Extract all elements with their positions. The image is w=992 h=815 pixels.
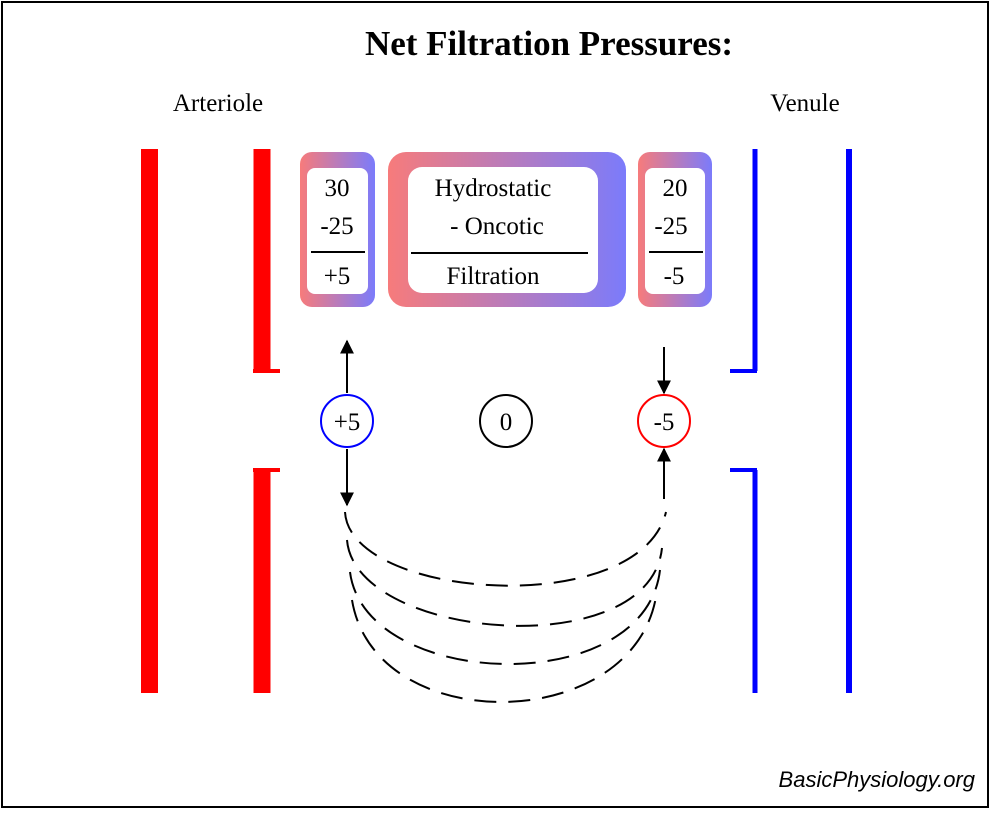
diagram-title: Net Filtration Pressures: <box>365 24 733 63</box>
arterial-hydrostatic-value: 30 <box>325 175 350 202</box>
site-credit: BasicPhysiology.org <box>779 767 976 792</box>
venous-circle-value: -5 <box>654 409 675 436</box>
venous-pressure-circle: -5 <box>637 394 691 448</box>
arterial-oncotic-value: -25 <box>320 213 353 240</box>
flow-arc-2 <box>346 539 663 627</box>
arterial-circle-value: +5 <box>334 409 361 436</box>
venule-label: Venule <box>770 90 839 117</box>
arterial-pressure-circle: +5 <box>320 394 374 448</box>
venule-outer-wall <box>846 149 852 693</box>
interstitial-flow-arcs <box>344 511 667 703</box>
legend-filtration: Filtration <box>446 263 540 290</box>
arteriole-outer-wall <box>141 149 158 693</box>
middle-pressure-circle: 0 <box>479 394 533 448</box>
legend-hydrostatic: Hydrostatic <box>435 175 552 202</box>
arterial-pressure-box: 30 -25 +5 <box>300 152 375 307</box>
venous-result-value: -5 <box>664 263 685 290</box>
flow-arc-1 <box>344 511 667 587</box>
venous-oncotic-value: -25 <box>654 213 687 240</box>
venous-hydrostatic-value: 20 <box>663 175 688 202</box>
flow-arc-4 <box>351 589 658 703</box>
venous-pressure-box: 20 -25 -5 <box>638 152 712 307</box>
legend-box: Hydrostatic - Oncotic Filtration <box>388 152 626 307</box>
arterial-result-value: +5 <box>324 263 351 290</box>
middle-circle-value: 0 <box>500 409 513 436</box>
legend-oncotic: - Oncotic <box>450 213 544 240</box>
flow-arc-3 <box>349 569 661 665</box>
arteriole-label: Arteriole <box>173 90 263 117</box>
